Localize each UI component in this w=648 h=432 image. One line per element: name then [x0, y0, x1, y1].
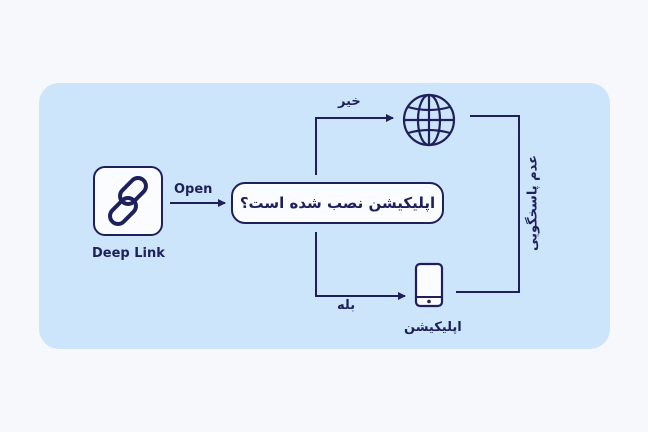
open-label: Open — [174, 182, 213, 197]
arrow-no — [315, 114, 394, 175]
link-icon — [108, 176, 148, 226]
question-label: اپلیکیشن نصب شده است؟ — [239, 194, 436, 212]
deep-link-label: Deep Link — [92, 246, 165, 261]
phone-icon — [414, 262, 444, 308]
no-response-bracket — [456, 115, 520, 293]
no-response-label: عدم پاسخگویی — [525, 154, 541, 252]
globe-icon — [402, 93, 456, 147]
app-label: اپلیکیشن — [404, 320, 462, 335]
arrow-yes — [315, 232, 406, 300]
question-node: اپلیکیشن نصب شده است؟ — [231, 182, 444, 224]
yes-label: بله — [337, 298, 356, 313]
deep-link-node — [93, 166, 163, 236]
no-label: خیر — [338, 94, 361, 109]
